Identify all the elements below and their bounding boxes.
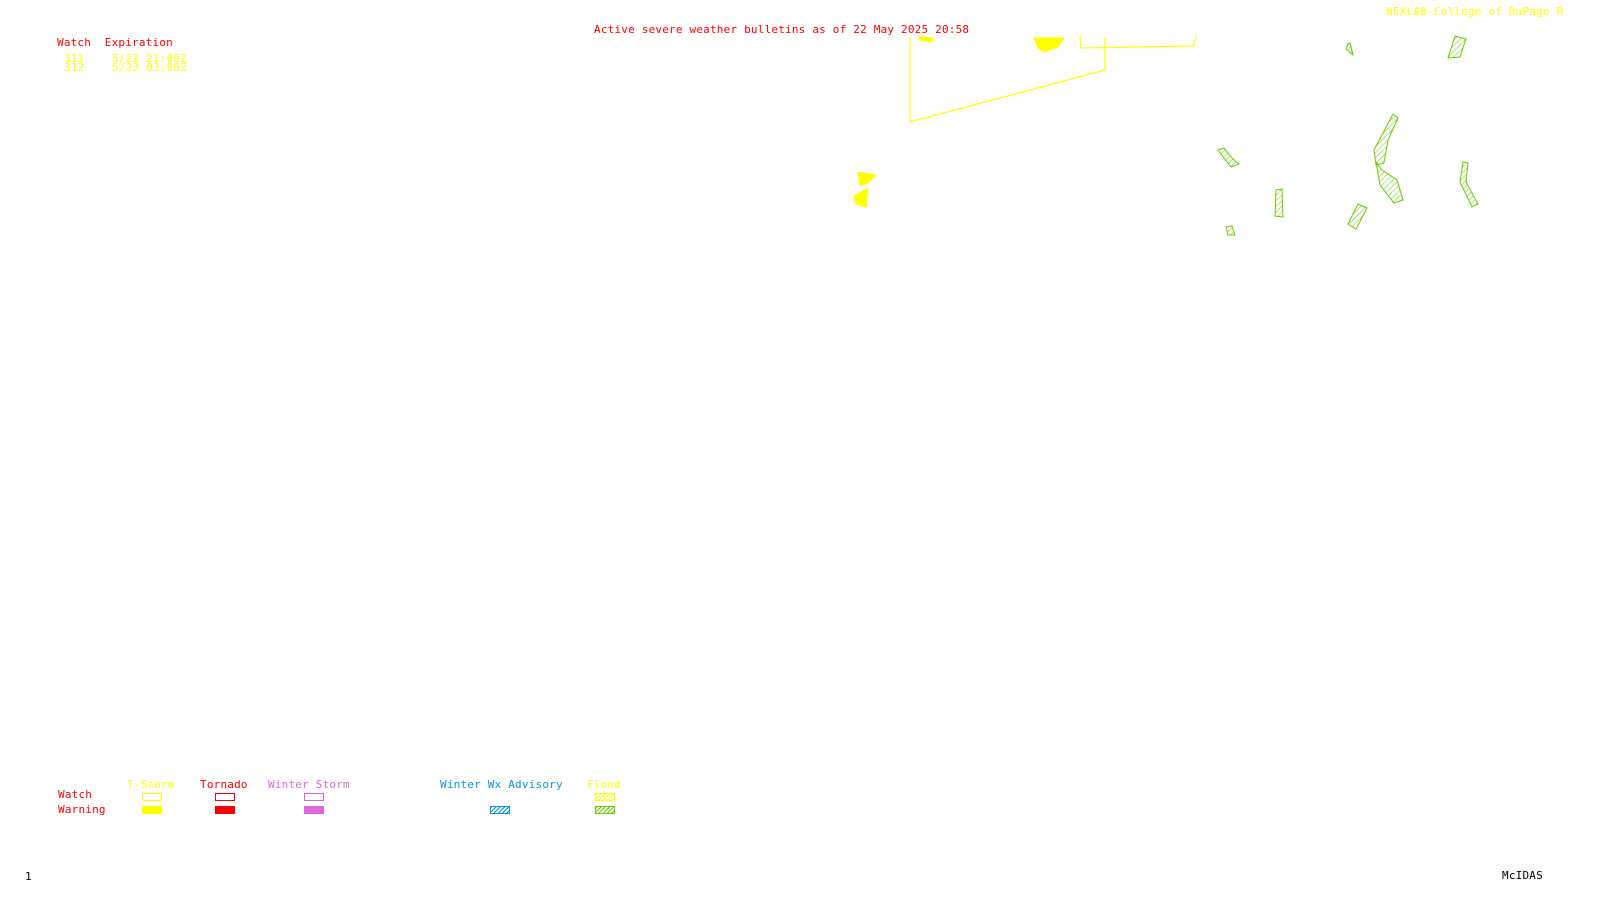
tstorm-warning-polygon <box>853 187 869 208</box>
page-title: Active severe weather bulletins as of 22… <box>594 23 970 36</box>
legend-flood-warning-swatch <box>595 806 615 814</box>
credit-label: NEXLAB-College of DuPage R <box>1386 5 1564 18</box>
legend-winter-storm-watch-swatch <box>304 793 324 801</box>
legend-winter-storm-label: Winter Storm <box>268 778 350 791</box>
flood-warning-polygon <box>1217 147 1240 168</box>
watch-row-id: 311 <box>64 52 85 65</box>
legend-tstorm-warning-swatch <box>142 806 162 814</box>
legend-winter-advisory-swatch <box>490 806 510 814</box>
legend-flood-watch-swatch <box>595 793 615 801</box>
legend-tstorm-label: T-Storm <box>127 778 175 791</box>
flood-warning-polygon <box>1345 42 1354 57</box>
flood-warning-polygon <box>1447 35 1467 59</box>
software-label: McIDAS <box>1502 869 1543 882</box>
flood-warning-polygon <box>1373 113 1399 166</box>
legend-winter-storm-warning-swatch <box>304 806 324 814</box>
tstorm-warning-polygon <box>1033 37 1065 53</box>
flood-warning-polygon <box>1225 225 1236 236</box>
flood-warning-polygon <box>1347 203 1368 230</box>
frame-number: 1 <box>25 870 32 883</box>
legend-row-warning-label: Warning <box>58 803 106 816</box>
legend-tornado-warning-swatch <box>215 806 235 814</box>
flood-warning-polygon <box>1375 161 1404 204</box>
legend-tstorm-watch-swatch <box>142 793 162 801</box>
flood-warning-polygon <box>1274 188 1284 218</box>
watch-table-header: Watch Expiration <box>57 36 173 49</box>
watch-row-id: 312 <box>64 61 85 74</box>
tstorm-watch-outline <box>1079 36 1197 49</box>
tstorm-warning-polygon <box>857 171 878 187</box>
watch-row-expiration: 5/23 03:00Z <box>112 61 188 74</box>
legend-flood-label: Flood <box>587 778 622 791</box>
watch-row-expiration: 5/22 21:00Z <box>112 52 188 65</box>
legend-row-watch-label: Watch <box>58 788 93 801</box>
legend-tornado-watch-swatch <box>215 793 235 801</box>
legend-tornado-label: Tornado <box>200 778 248 791</box>
legend-winter-advisory-label: Winter Wx Advisory <box>440 778 563 791</box>
tstorm-warning-polygon <box>918 35 934 43</box>
tstorm-watch-outline <box>909 37 1106 123</box>
flood-warning-polygon <box>1459 161 1479 208</box>
